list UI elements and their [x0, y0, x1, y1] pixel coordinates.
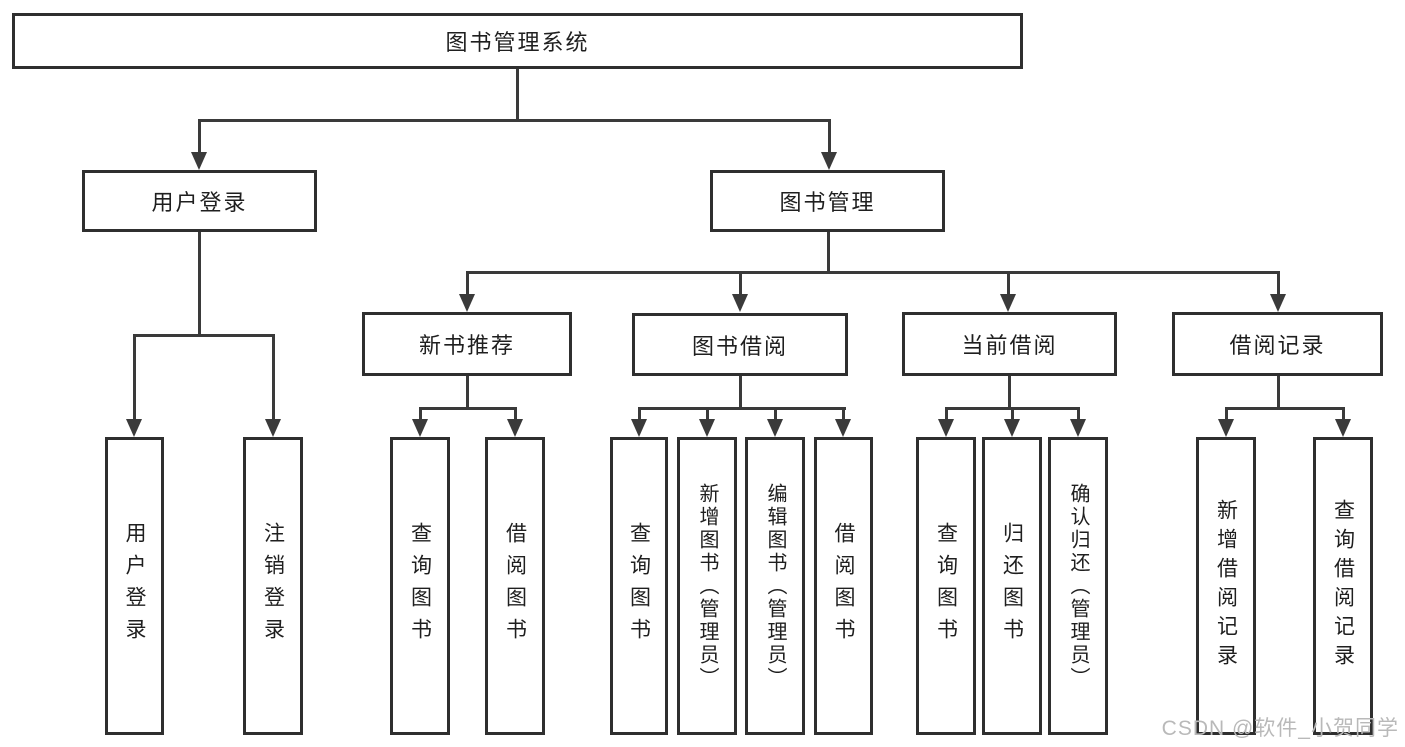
connector-drop — [1225, 407, 1228, 421]
leaf-borrow-book-1: 借阅图书 — [485, 437, 545, 735]
arrow-down-icon — [1004, 419, 1020, 437]
arrow-down-icon — [412, 419, 428, 437]
connector-drop — [1011, 407, 1014, 421]
arrow-down-icon — [1335, 419, 1351, 437]
connector-drop — [774, 407, 777, 421]
connector-drop — [706, 407, 709, 421]
connector-book-management-stem — [827, 232, 830, 273]
node-root: 图书管理系统 — [12, 13, 1023, 69]
node-borrow-records: 借阅记录 — [1172, 312, 1383, 376]
arrow-down-icon — [767, 419, 783, 437]
connector-book-borrow-stem — [739, 376, 742, 409]
node-user-login: 用户登录 — [82, 170, 317, 232]
leaf-logout: 注销登录 — [243, 437, 303, 735]
connector-drop-book-management — [828, 119, 831, 154]
node-label: 查询借阅记录 — [1331, 499, 1355, 673]
arrow-down-icon — [191, 152, 207, 170]
node-label: 编辑图书（管理员） — [764, 482, 786, 690]
node-label: 借阅图书 — [503, 522, 527, 650]
connector-drop-current-borrow — [1007, 271, 1010, 296]
arrow-down-icon — [126, 419, 142, 437]
arrow-down-icon — [835, 419, 851, 437]
node-label: 查询图书 — [408, 522, 432, 650]
node-label: 图书借阅 — [691, 333, 788, 359]
node-label: 新增借阅记录 — [1214, 499, 1238, 673]
node-label: 图书管理系统 — [445, 30, 590, 55]
node-label: 借阅图书 — [832, 522, 855, 650]
node-book-management: 图书管理 — [710, 170, 945, 232]
node-new-book-recommend: 新书推荐 — [362, 312, 572, 376]
connector-drop-new-book — [466, 271, 469, 296]
connector-drop-leaf-user-login — [133, 334, 136, 421]
connector-drop — [842, 407, 845, 421]
node-label: 新增图书（管理员） — [696, 482, 718, 690]
arrow-down-icon — [938, 419, 954, 437]
leaf-borrow-book-2: 借阅图书 — [814, 437, 873, 735]
connector-root-stem — [516, 69, 519, 121]
arrow-down-icon — [1270, 294, 1286, 312]
watermark: CSDN @软件_小贺同学 — [1161, 717, 1399, 740]
connector-new-book-branch — [419, 407, 517, 410]
node-current-borrow: 当前借阅 — [902, 312, 1117, 376]
arrow-down-icon — [732, 294, 748, 312]
arrow-down-icon — [1070, 419, 1086, 437]
connector-borrow-records-stem — [1277, 376, 1280, 409]
arrow-down-icon — [1000, 294, 1016, 312]
connector-drop-book-borrow — [739, 271, 742, 296]
leaf-edit-book-admin: 编辑图书（管理员） — [745, 437, 805, 735]
connector-drop — [638, 407, 641, 421]
leaf-return-book: 归还图书 — [982, 437, 1042, 735]
node-book-borrow: 图书借阅 — [632, 313, 848, 376]
node-label: 当前借阅 — [961, 333, 1058, 358]
arrow-down-icon — [631, 419, 647, 437]
connector-book-borrow-branch — [638, 407, 846, 410]
leaf-query-book-1: 查询图书 — [390, 437, 450, 735]
node-label: 借阅记录 — [1229, 333, 1326, 358]
arrow-down-icon — [265, 419, 281, 437]
arrow-down-icon — [821, 152, 837, 170]
node-label: 查询图书 — [627, 522, 651, 650]
connector-current-borrow-stem — [1008, 376, 1011, 409]
leaf-query-book-3: 查询图书 — [916, 437, 976, 735]
node-label: 用户登录 — [151, 190, 248, 215]
leaf-confirm-return-admin: 确认归还（管理员） — [1048, 437, 1108, 735]
connector-drop — [945, 407, 948, 421]
leaf-add-borrow-record: 新增借阅记录 — [1196, 437, 1256, 735]
node-label: 确认归还（管理员） — [1067, 482, 1089, 690]
connector-user-login-branch — [133, 334, 275, 337]
connector-drop — [514, 407, 517, 421]
connector-drop-leaf-logout — [272, 334, 275, 421]
leaf-query-book-2: 查询图书 — [610, 437, 668, 735]
connector-drop — [419, 407, 422, 421]
leaf-user-login: 用户登录 — [105, 437, 164, 735]
connector-drop-borrow-records — [1277, 271, 1280, 296]
connector-drop — [1077, 407, 1080, 421]
connector-user-login-stem — [198, 231, 201, 336]
connector-drop — [1342, 407, 1345, 421]
node-label: 图书管理 — [779, 190, 876, 215]
arrow-down-icon — [699, 419, 715, 437]
connector-root-branch — [198, 119, 831, 122]
node-label: 用户登录 — [123, 522, 146, 650]
connector-borrow-records-branch — [1225, 407, 1345, 410]
connector-book-management-branch — [466, 271, 1280, 274]
node-label: 查询图书 — [934, 522, 958, 650]
leaf-query-borrow-record: 查询借阅记录 — [1313, 437, 1373, 735]
leaf-add-book-admin: 新增图书（管理员） — [677, 437, 737, 735]
node-label: 注销登录 — [261, 522, 285, 650]
arrow-down-icon — [507, 419, 523, 437]
connector-new-book-stem — [466, 376, 469, 409]
arrow-down-icon — [459, 294, 475, 312]
connector-drop-user-login — [198, 119, 201, 154]
node-label: 新书推荐 — [418, 333, 515, 358]
arrow-down-icon — [1218, 419, 1234, 437]
node-label: 归还图书 — [1000, 522, 1024, 650]
